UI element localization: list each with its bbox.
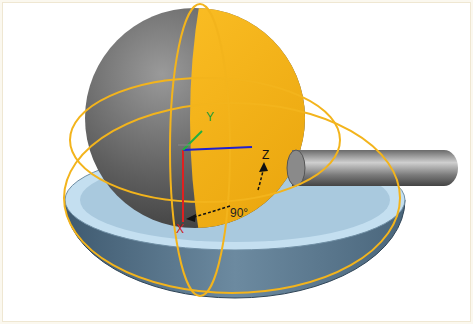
axis-label: Y: [206, 110, 214, 124]
angle-label: 90°: [230, 206, 248, 220]
axis-label: Z: [262, 148, 269, 162]
axis-label: X: [176, 222, 184, 236]
